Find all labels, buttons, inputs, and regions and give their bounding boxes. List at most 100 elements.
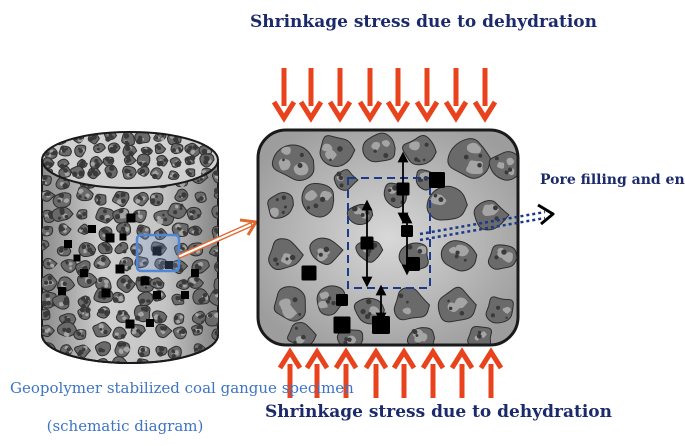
stress-arrow — [443, 68, 469, 123]
aggregate-spot — [304, 190, 318, 201]
aggregate-spot — [156, 218, 163, 224]
aggregate-pore — [207, 361, 213, 363]
aggregate-pore — [121, 198, 126, 204]
aggregate-particle — [112, 190, 130, 208]
aggregate-pore — [47, 275, 53, 281]
aggregate-pore — [140, 169, 143, 173]
rubber-particle — [153, 291, 161, 299]
aggregate-particle — [185, 168, 196, 178]
aggregate-pore — [158, 263, 162, 267]
aggregate-pore — [139, 352, 145, 358]
aggregate-pore — [125, 159, 130, 163]
aggregate-pore — [64, 147, 68, 151]
aggregate-pore — [201, 148, 208, 155]
aggregate-pore — [364, 313, 371, 320]
aggregate-pore — [212, 288, 218, 295]
aggregate-particle — [42, 157, 55, 169]
aggregate-pore — [417, 248, 423, 254]
stress-arrow-head — [472, 100, 498, 123]
aggregate-particle — [155, 345, 168, 357]
aggregate-pore — [185, 156, 191, 162]
aggregate-particle — [42, 324, 56, 338]
rubber-particle — [140, 276, 150, 286]
aggregate-pore — [152, 281, 157, 286]
aggregate-pore — [141, 148, 148, 155]
aggregate-spot — [418, 332, 428, 342]
aggregate-pore — [42, 311, 46, 315]
magnified-view — [256, 128, 520, 347]
rubber-particle — [115, 264, 125, 274]
aggregate-pore — [337, 146, 343, 152]
rubber-particle — [406, 257, 420, 271]
aggregate-pore — [115, 335, 118, 339]
aggregate-pore — [477, 162, 482, 168]
aggregate-pore — [351, 205, 358, 212]
aggregate-particle — [402, 134, 437, 166]
specimen-cylinder — [41, 131, 224, 370]
aggregate-pore — [207, 313, 213, 318]
aggregate-spot — [293, 161, 309, 176]
aggregate-pore — [419, 178, 423, 182]
aggregate-pore — [339, 183, 344, 188]
aggregate-pore — [51, 135, 55, 139]
aggregate-body — [214, 260, 218, 274]
aggregate-pore — [213, 250, 216, 253]
aggregate-pore — [163, 217, 168, 222]
stress-arrow — [298, 68, 324, 123]
aggregate-pore — [293, 340, 297, 344]
pointer-arrow — [419, 203, 555, 242]
aggregate-pore — [496, 305, 501, 310]
aggregate-spot — [68, 262, 73, 266]
aggregate-spot — [49, 363, 53, 366]
aggregate-body — [204, 356, 218, 363]
aggregate-particle — [319, 135, 356, 167]
aggregate-spot — [189, 278, 194, 282]
aggregate-pore — [178, 330, 183, 334]
aggregate-pore — [92, 170, 99, 177]
aggregate-pore — [85, 307, 91, 313]
aggregate-spot — [151, 194, 156, 199]
aggregate-pore — [103, 367, 106, 370]
aggregate-pore — [113, 366, 116, 369]
aggregate-pore — [196, 329, 200, 334]
aggregate-pore — [143, 261, 147, 265]
aggregate-pore — [65, 260, 69, 264]
aggregate-pore — [136, 329, 140, 333]
aggregate-pore — [192, 329, 196, 333]
aggregate-pore — [297, 163, 303, 169]
aggregate-spot — [69, 266, 73, 270]
aggregate-pore — [329, 158, 332, 162]
aggregate-pore — [50, 360, 56, 363]
aggregate-particle — [199, 153, 215, 168]
stress-arrow-head — [385, 100, 411, 123]
aggregate-pore — [175, 295, 180, 300]
aggregate-pore — [59, 207, 65, 213]
aggregate-pore — [172, 350, 176, 354]
aggregate-spot — [466, 142, 482, 154]
stress-arrow-head — [363, 347, 389, 370]
aggregate-pore — [77, 332, 82, 336]
aggregate-particle — [437, 286, 477, 323]
aggregate-particle — [112, 326, 127, 340]
aggregate-pore — [82, 212, 87, 217]
aggregate-particle — [287, 321, 317, 345]
aggregate-spot — [141, 259, 145, 263]
rubber-particle — [73, 254, 81, 262]
aggregate-particle — [134, 132, 151, 145]
aggregate-spot — [175, 352, 179, 356]
stress-arrow — [478, 347, 504, 398]
aggregate-pore — [83, 364, 87, 368]
aggregate-spot — [176, 365, 182, 370]
aggregate-particle — [171, 222, 189, 238]
aggregate-particle — [42, 257, 58, 270]
aggregate-spot — [176, 319, 180, 324]
aggregate-pore — [82, 227, 88, 232]
aggregate-pore — [123, 133, 130, 139]
aggregate-spot — [196, 364, 203, 370]
aggregate-body — [211, 205, 218, 219]
aggregate-pore — [327, 296, 332, 301]
aggregate-spot — [219, 285, 222, 288]
aggregate-pore — [175, 265, 179, 268]
aggregate-pore — [220, 194, 224, 198]
aggregate-pore — [62, 281, 67, 286]
